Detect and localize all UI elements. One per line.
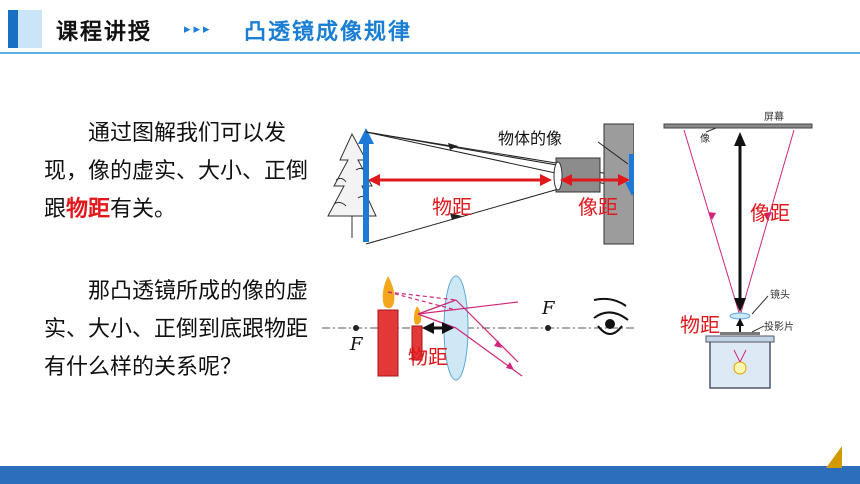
magnifier-diagram: F F 物距 xyxy=(322,262,634,384)
highlight-object-distance: 物距 xyxy=(66,197,111,222)
header-divider xyxy=(0,52,860,54)
image-label: 像 xyxy=(700,133,710,145)
screen-label: 屏幕 xyxy=(764,110,784,123)
object-distance-label: 物距 xyxy=(432,195,472,219)
paragraph-observation: 通过图解我们可以发现，像的虚实、大小、正倒跟物距有关。 xyxy=(44,115,314,229)
camera-imaging-diagram: 物体的像 物距 像距 xyxy=(322,120,634,250)
question-text: 那凸透镜所成的像的虚实、大小、正倒到底跟物距有什么样的关系呢？ xyxy=(44,279,309,380)
focal-point-left: F xyxy=(349,334,364,355)
image-label: 物体的像 xyxy=(498,129,562,148)
object-distance-label: 物距 xyxy=(680,313,720,337)
lens-label: 镜头 xyxy=(770,288,790,301)
topic-title: 凸透镜成像规律 xyxy=(244,20,413,45)
object-distance-label: 物距 xyxy=(408,345,448,369)
header-accent-block xyxy=(18,10,42,48)
image-distance-label: 像距 xyxy=(750,201,790,225)
paragraph-question: 那凸透镜所成的像的虚实、大小、正倒到底跟物距有什么样的关系呢？ xyxy=(44,273,314,387)
page-turn-icon[interactable] xyxy=(826,446,842,468)
triple-arrow-icon: ▸▸▸ xyxy=(184,22,213,37)
header: 课程讲授 ▸▸▸ 凸透镜成像规律 xyxy=(0,0,860,54)
image-distance-label: 像距 xyxy=(578,195,618,219)
paragraph-text: 通过图解我们可以发现，像的虚实、大小、正倒跟 xyxy=(44,121,309,222)
slide-label: 投影片 xyxy=(764,320,794,333)
eye-icon xyxy=(593,297,629,335)
paragraph-text-end: 有关。 xyxy=(110,197,177,222)
footer-bar xyxy=(0,466,860,484)
projector-diagram: 屏幕 像 像距 镜头 物距 投影片 xyxy=(660,100,818,392)
focal-point-right: F xyxy=(541,298,556,319)
header-accent-bar xyxy=(8,10,18,48)
section-title: 课程讲授 xyxy=(56,20,153,45)
